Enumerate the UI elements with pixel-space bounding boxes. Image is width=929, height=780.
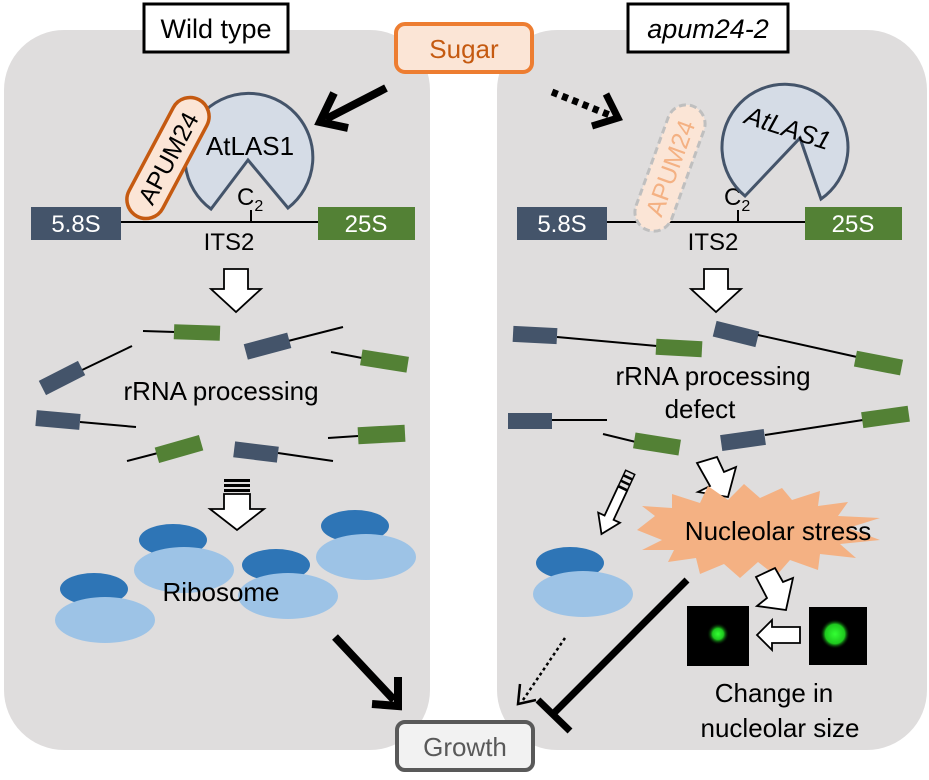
mut-atlas1: AtLAS1: [720, 82, 850, 202]
sugar-to-mutant-dotted-arrow: [550, 88, 623, 130]
mut-segment-25s: 25S: [805, 207, 902, 240]
wt-processing-arrow: [208, 268, 264, 314]
wild-type-header-text: Wild type: [160, 14, 271, 44]
nucleolar-stress-burst: Nucleolar stress: [637, 484, 880, 578]
sugar-label: Sugar: [429, 34, 499, 64]
mut-ribosome-arrow-reduced: [597, 469, 636, 536]
mut-processing-label-line2: defect: [665, 394, 737, 424]
mut-c2-label: C2: [724, 184, 750, 215]
svg-text:25S: 25S: [345, 211, 388, 238]
ribosome: [55, 573, 155, 643]
wild-type-header: Wild type: [142, 2, 290, 54]
wt-ribosome-arrow: [207, 479, 267, 532]
sugar-to-wildtype-arrow: [314, 84, 388, 132]
ribosome: [316, 510, 416, 580]
wt-its2-label: ITS2: [204, 229, 255, 256]
wt-atlas1-label: AtLAS1: [206, 131, 294, 161]
nucleolus-image-large: [809, 607, 867, 665]
mut-segment-5-8s: 5.8S: [517, 207, 607, 240]
wt-ribosome-label: Ribosome: [162, 577, 279, 607]
ribosome: [134, 524, 234, 593]
nucleolar-size-label-line2: nucleolar size: [701, 713, 860, 743]
mut-ribosome: [533, 547, 633, 617]
wt-segment-5-8s: 5.8S: [31, 207, 121, 240]
nucleolar-size-label-line1: Change in: [715, 678, 834, 708]
mutant-header-text: apum24-2: [647, 14, 769, 44]
wt-processing-label: rRNA processing: [123, 376, 318, 406]
wt-to-growth-arrow: [332, 634, 402, 711]
nucleolar-stress-label: Nucleolar stress: [685, 516, 871, 546]
growth-label: Growth: [423, 732, 507, 762]
mut-ribosome-to-growth-dotted-arrow: [516, 637, 567, 706]
mut-its2-label: ITS2: [688, 229, 739, 256]
ribosome: [238, 549, 338, 619]
nucleolus-image-small: [687, 606, 749, 666]
mut-processing-arrow: [688, 268, 744, 314]
growth-box: Growth: [395, 720, 535, 772]
wt-rna-fragments: [35, 324, 409, 464]
wt-c2-label: C2: [237, 184, 263, 215]
mutant-header: apum24-2: [626, 2, 790, 54]
mut-size-change-arrow: [754, 566, 795, 612]
wt-atlas1: AtLAS1: [183, 91, 315, 212]
svg-text:5.8S: 5.8S: [51, 211, 100, 238]
svg-text:25S: 25S: [832, 211, 875, 238]
nucleolus-size-arrow: [755, 617, 801, 653]
mut-processing-label-line1: rRNA processing: [615, 361, 810, 391]
wt-ribosomes: [55, 510, 416, 643]
sugar-box: Sugar: [394, 22, 534, 74]
wt-segment-25s: 25S: [318, 207, 415, 240]
nucleolar-stress-inhibits-growth: [535, 577, 690, 734]
svg-text:5.8S: 5.8S: [537, 211, 586, 238]
mut-rna-fragments: [508, 320, 910, 456]
